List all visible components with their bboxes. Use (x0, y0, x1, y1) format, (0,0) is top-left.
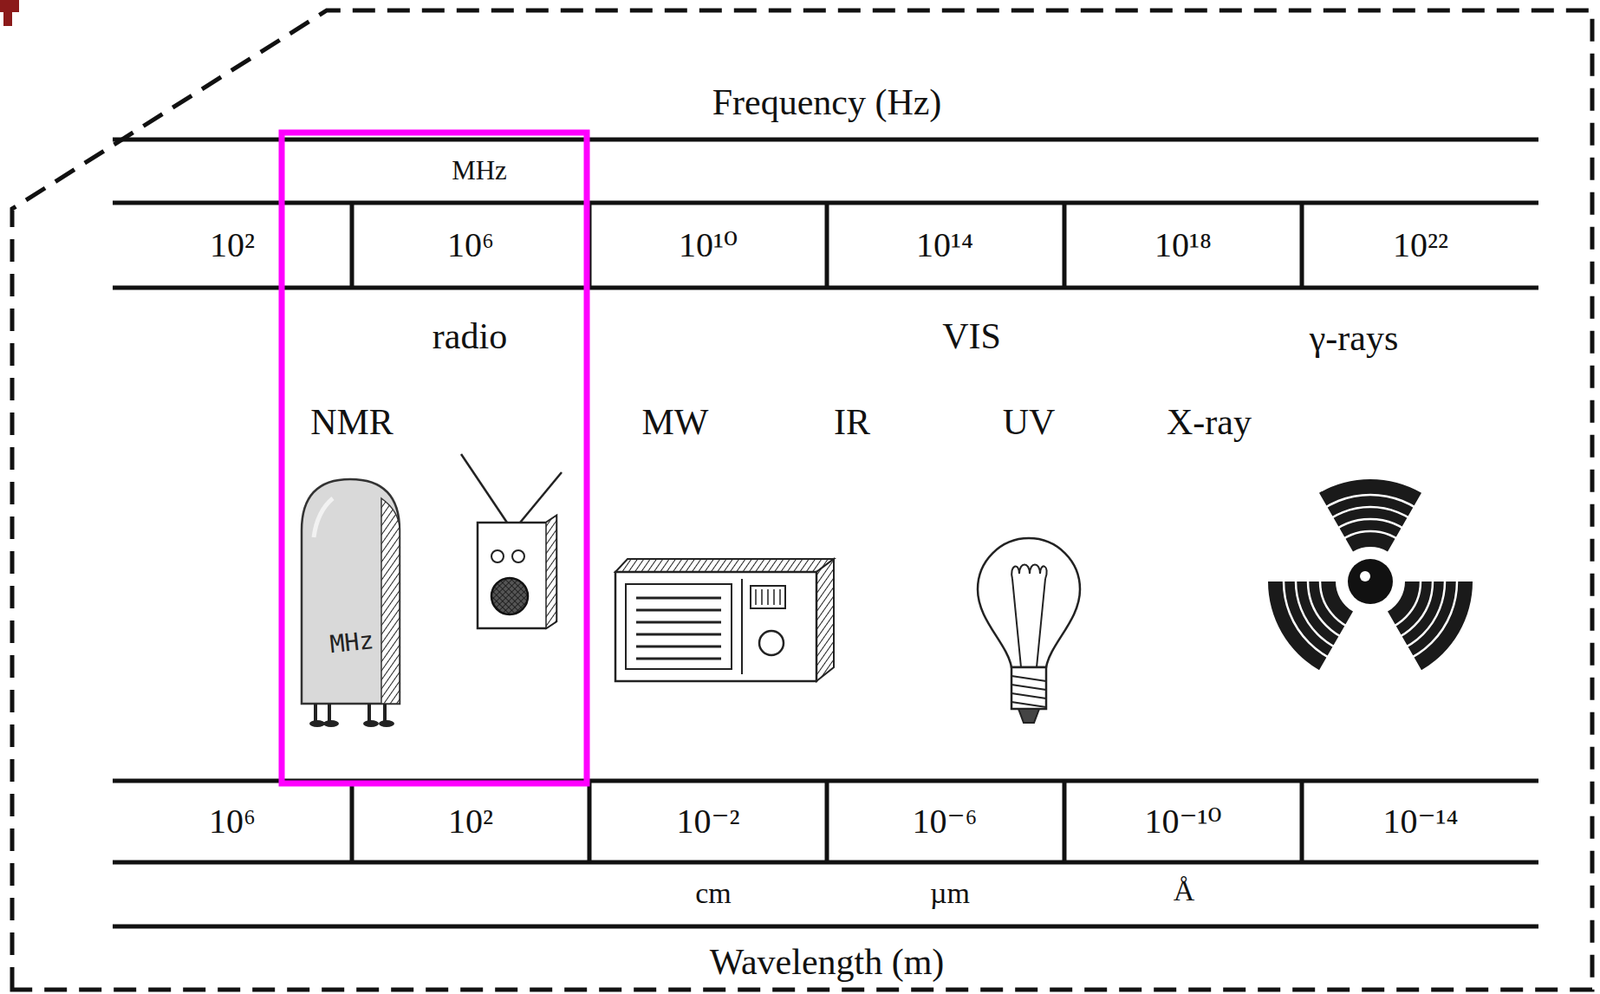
spectrum-label: IR (833, 402, 871, 443)
spectrum-label: 10⁻¹⁰ (1144, 802, 1222, 841)
spectrum-label: µm (930, 877, 970, 910)
corner-icon (0, 0, 20, 27)
radiation-symbol (1268, 479, 1473, 670)
spectrum-label: 10⁻⁶ (911, 802, 977, 841)
microwave-oven (615, 559, 834, 682)
spectrum-label: cm (695, 877, 732, 910)
spectrum-label: X-ray (1166, 402, 1252, 443)
spectrum-label: radio (432, 316, 508, 357)
spectrum-label: 10² (209, 226, 255, 265)
spectrum-label: 10² (448, 802, 494, 841)
spectrum-label: 10¹⁰ (678, 226, 738, 265)
spectrum-label: 10¹⁴ (916, 226, 974, 265)
spectrum-label: Å (1173, 874, 1196, 907)
table-lines (112, 139, 1539, 927)
spectrum-label: Frequency (Hz) (712, 82, 943, 123)
spectrum-label: 10⁶ (447, 226, 495, 265)
radio-set (461, 454, 562, 629)
highlight-box (281, 132, 587, 784)
magnet-label: MHz (328, 627, 376, 659)
spectrum-label: VIS (942, 316, 1002, 357)
spectrum-label: 10²² (1392, 226, 1449, 265)
spectrum-label: 10¹⁸ (1154, 226, 1212, 265)
spectrum-label: UV (1002, 402, 1056, 443)
spectrum-label: MW (642, 402, 709, 443)
nmr-magnet (301, 479, 400, 728)
spectrum-label: 10⁻¹⁴ (1382, 802, 1458, 841)
spectrum-label: 10⁻² (676, 802, 740, 841)
spectrum-label: γ-rays (1309, 318, 1399, 358)
dashed-frame (12, 10, 1593, 990)
spectrum-label: Wavelength (m) (709, 942, 945, 983)
spectrum-label: MHz (451, 156, 508, 186)
spectrum-label: NMR (310, 402, 394, 443)
light-bulb (977, 538, 1080, 723)
spectrum-label: 10⁶ (208, 802, 256, 841)
